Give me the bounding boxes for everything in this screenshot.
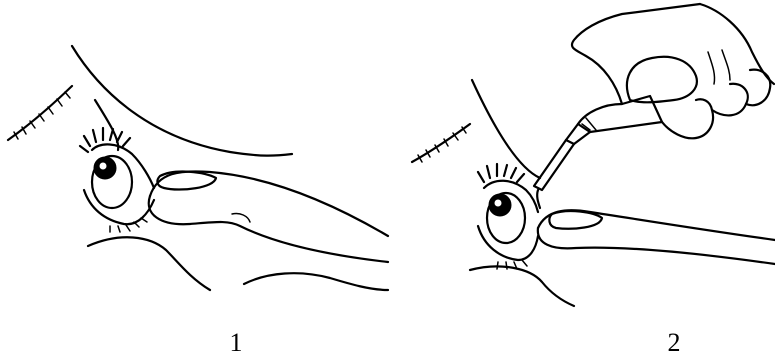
panel-2-illustration [390, 0, 775, 310]
hand [572, 4, 774, 138]
fingernail [157, 172, 216, 190]
fingernail [549, 211, 602, 229]
eye [478, 164, 538, 269]
eyebrow [412, 124, 470, 162]
panel-1-illustration [0, 0, 390, 310]
eye-finger-drawing [0, 0, 390, 310]
eye-dropper-drawing [390, 0, 775, 310]
dropper-bottle [534, 96, 662, 208]
panel-1-caption: 1 [216, 328, 256, 358]
panel-2-caption: 2 [654, 328, 694, 358]
eyebrow [8, 86, 72, 140]
brow-contour [472, 80, 540, 178]
cheek-contour [470, 266, 574, 306]
hand-base [244, 273, 388, 290]
brow-contour [72, 46, 292, 156]
finger [149, 171, 388, 262]
eyelid-crease [95, 100, 118, 150]
cheek-contour [88, 237, 210, 290]
finger [538, 210, 775, 264]
